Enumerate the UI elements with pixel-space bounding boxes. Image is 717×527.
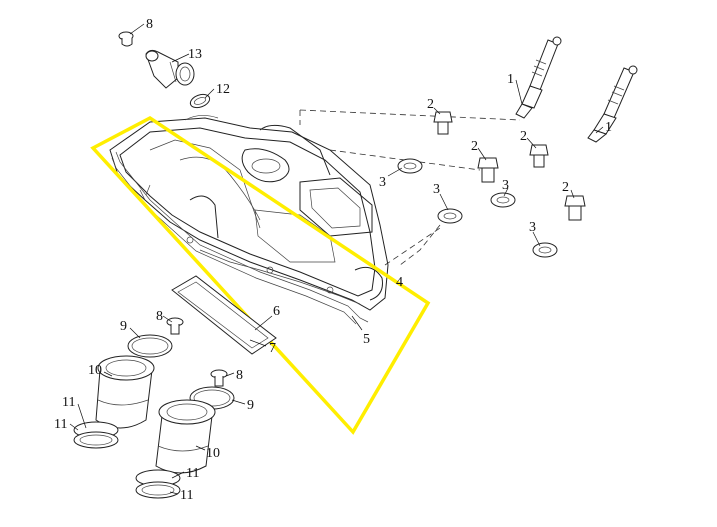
washer-part-3-a — [397, 158, 423, 174]
callout-4: 4 — [396, 275, 403, 290]
callout-3-b: 3 — [433, 182, 440, 197]
callout-11-a: 11 — [62, 395, 75, 410]
callout-1-b: 1 — [605, 120, 612, 135]
bolt-part-8-b — [166, 317, 184, 335]
spark-plug-part-1-a — [515, 36, 562, 119]
callout-2-d: 2 — [562, 180, 569, 195]
washer-part-3-d — [532, 242, 558, 258]
bolt-part-2-a — [433, 111, 453, 135]
cylinder-head-cover — [109, 115, 389, 311]
callout-6: 6 — [273, 304, 280, 319]
callout-3-a: 3 — [379, 175, 386, 190]
spark-plug-part-1-b — [587, 65, 638, 143]
callout-2-a: 2 — [427, 97, 434, 112]
callout-2-b: 2 — [471, 139, 478, 154]
seal-part-11-b — [135, 469, 181, 499]
callout-5: 5 — [363, 332, 370, 347]
breather-elbow-part-13 — [145, 49, 195, 89]
callout-10-b: 10 — [206, 446, 220, 461]
callout-12: 12 — [216, 82, 230, 97]
callout-2-c: 2 — [520, 129, 527, 144]
callout-10-a: 10 — [88, 363, 102, 378]
bolt-part-2-d — [564, 195, 586, 221]
o-ring-part-9-a — [127, 334, 173, 358]
callout-labels: 1 1 2 2 2 2 3 3 3 3 4 5 6 7 8 8 8 9 9 10… — [54, 17, 612, 503]
callout-13: 13 — [188, 47, 202, 62]
seal-part-11-a — [73, 421, 119, 449]
bolt-part-2-c — [529, 144, 549, 168]
leader-lines — [69, 23, 604, 495]
callout-3-d: 3 — [529, 220, 536, 235]
callout-11-d: 11 — [180, 488, 193, 503]
callout-8-a: 8 — [146, 17, 153, 32]
bolt-part-8-c — [210, 369, 228, 387]
callout-9-a: 9 — [120, 319, 127, 334]
callout-7: 7 — [269, 341, 276, 356]
bolt-part-2-b — [477, 157, 499, 183]
washer-part-3-b — [437, 208, 463, 224]
plate-part-6 — [171, 275, 277, 355]
cover-gasket — [111, 151, 369, 325]
callout-8-c: 8 — [236, 368, 243, 383]
callout-11-b: 11 — [54, 417, 67, 432]
callout-8-b: 8 — [156, 309, 163, 324]
tube-part-10-b — [155, 399, 216, 474]
callout-9-b: 9 — [247, 398, 254, 413]
callout-1-a: 1 — [507, 72, 514, 87]
callout-3-c: 3 — [502, 178, 509, 193]
callout-11-c: 11 — [186, 466, 199, 481]
tube-part-10-a — [95, 355, 155, 429]
washer-part-3-c — [490, 192, 516, 208]
breather-plug-part-8 — [118, 31, 134, 47]
